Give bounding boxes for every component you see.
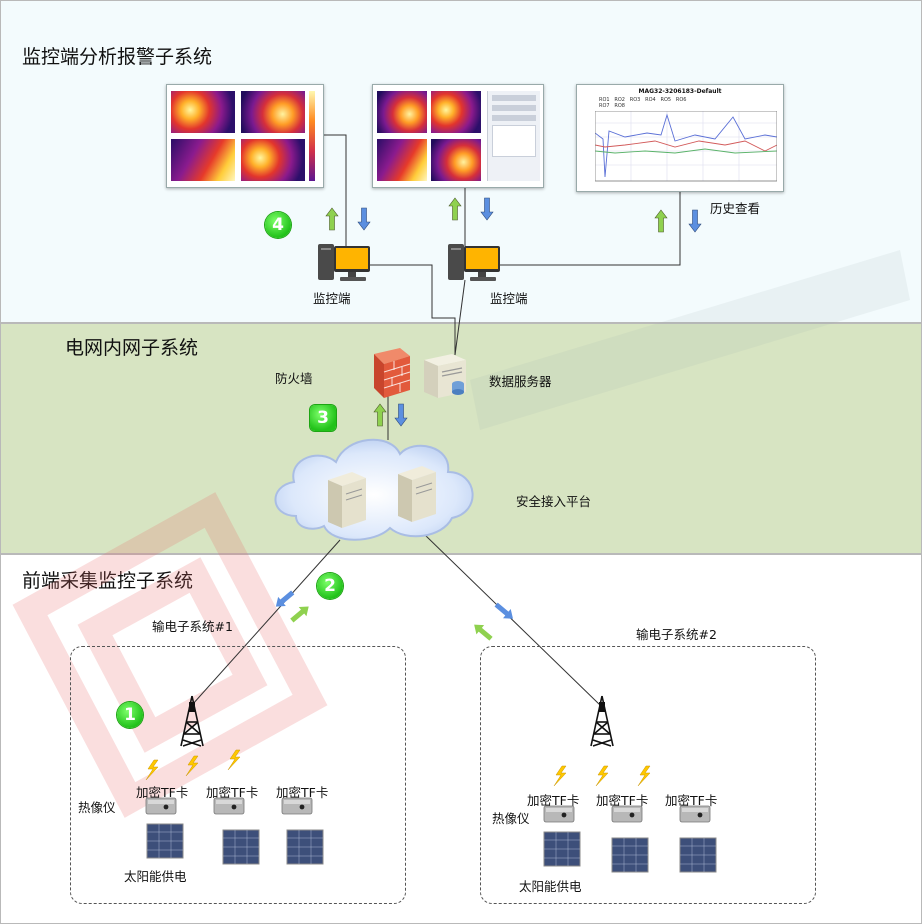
subsystem-1-label: 输电子系统#1 <box>152 619 233 634</box>
subsystem-1-box <box>70 646 406 904</box>
monitor-pc-icon-2 <box>448 244 500 281</box>
thermal-imager-units-1 <box>145 797 313 815</box>
tf-card-label-2-1: 加密TF卡 <box>527 793 580 808</box>
history-chart-title: MAG32-3206183-Default <box>638 88 722 95</box>
firewall-icon <box>374 348 411 398</box>
monitor-pc-label-2: 监控端 <box>490 291 528 306</box>
thermal-monitor-screenshot-2 <box>372 84 544 188</box>
solar-power-label-1: 太阳能供电 <box>124 869 187 884</box>
tf-card-label-1-1: 加密TF卡 <box>136 785 189 800</box>
tf-card-label-1-3: 加密TF卡 <box>276 785 329 800</box>
solar-power-label-2: 太阳能供电 <box>519 879 582 894</box>
solar-panels-2 <box>543 831 717 873</box>
intranet-section-title: 电网内网子系统 <box>65 337 199 359</box>
data-server-label: 数据服务器 <box>489 374 552 389</box>
firewall-label: 防火墙 <box>275 371 313 386</box>
subsystem-2-box <box>480 646 816 904</box>
thermal-imager-label-2: 热像仪 <box>492 811 530 826</box>
step-badge-1: 1 <box>117 702 143 728</box>
antenna-tower-icon-1 <box>180 695 204 747</box>
secure-access-cloud-icon <box>274 438 474 541</box>
tf-card-label-2-2: 加密TF卡 <box>596 793 649 808</box>
antenna-tower-icon-2 <box>590 695 614 747</box>
thermal-imager-units-2 <box>543 805 711 823</box>
data-server-icon <box>424 354 466 398</box>
access-platform-label: 安全接入平台 <box>516 494 592 509</box>
frontend-section-title: 前端采集监控子系统 <box>22 570 194 592</box>
tf-card-label-1-2: 加密TF卡 <box>206 785 259 800</box>
thermal-monitor-screenshot-1 <box>166 84 324 188</box>
monitor-pc-label-1: 监控端 <box>313 291 351 306</box>
history-chart-legend: RO1 RO2 RO3 RO4 RO5 RO6 RO7 RO8 <box>599 97 687 109</box>
solar-panels-1 <box>146 823 324 865</box>
step-badge-3: 3 <box>310 405 336 431</box>
history-view-label: 历史查看 <box>710 201 761 216</box>
history-chart-screenshot: MAG32-3206183-Default RO1 RO2 RO3 RO4 RO… <box>576 84 784 192</box>
tf-card-label-2-3: 加密TF卡 <box>665 793 718 808</box>
step-badge-4: 4 <box>265 212 291 238</box>
thermal-imager-label-1: 热像仪 <box>78 800 116 815</box>
step-badge-2: 2 <box>317 573 343 599</box>
monitor-pc-icon-1 <box>318 244 370 281</box>
monitor-section-title: 监控端分析报警子系统 <box>22 46 213 68</box>
subsystem-2-label: 输电子系统#2 <box>636 627 717 642</box>
